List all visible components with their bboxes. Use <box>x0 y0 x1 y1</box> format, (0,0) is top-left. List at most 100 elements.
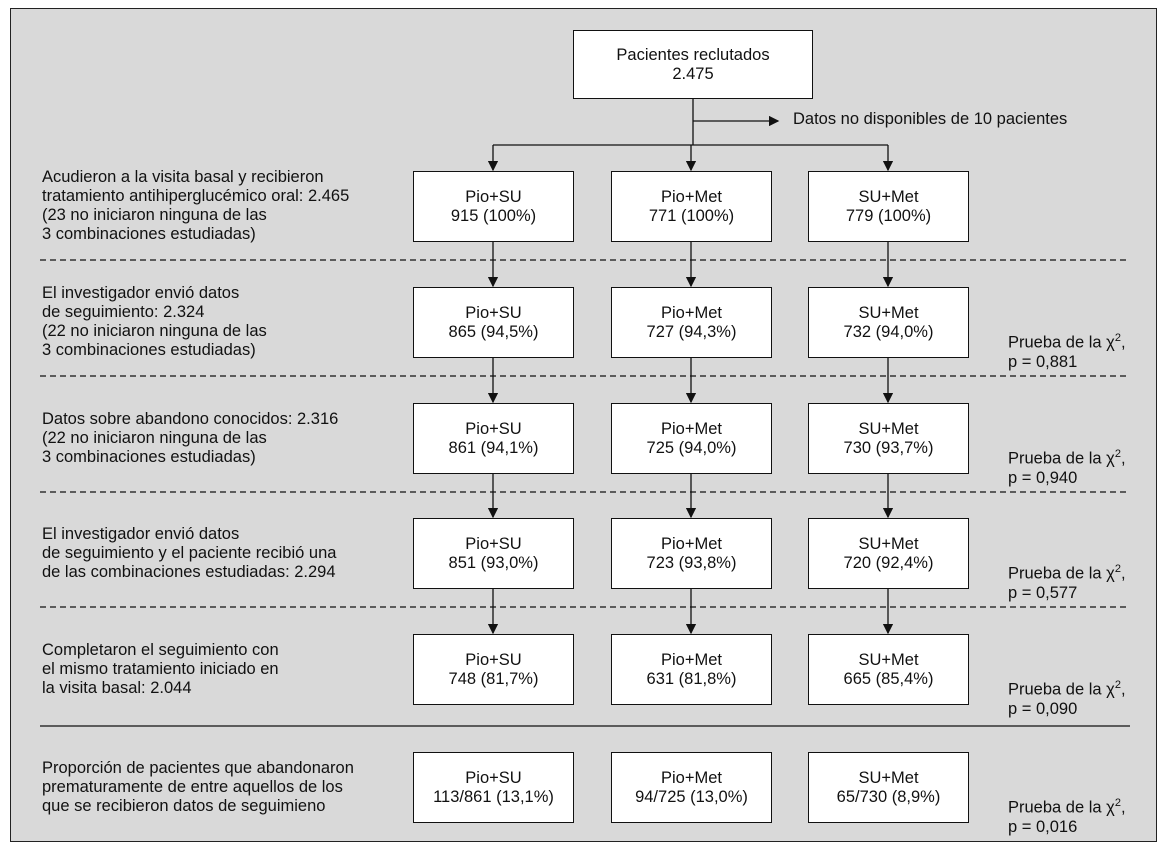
stat-p: p = 0,016 <box>1008 817 1078 836</box>
chi-square-stat: Prueba de la χ2,p = 0,090 <box>1008 679 1126 718</box>
stat-sup: 2 <box>1114 332 1121 344</box>
group-name: SU+Met <box>858 650 919 669</box>
row-label-line: 3 combinaciones estudiadas) <box>42 447 256 466</box>
group-name: SU+Met <box>858 419 919 438</box>
group-name: Pio+SU <box>465 187 522 206</box>
group-name: Pio+SU <box>465 534 522 553</box>
group-value: 865 (94,5%) <box>448 322 539 341</box>
row-label-line: (22 no iniciaron ninguna de las <box>42 322 267 340</box>
row-label-line: Acudieron a la visita basal y recibieron <box>42 168 324 186</box>
row-label-line: la visita basal: 2.044 <box>42 678 192 697</box>
recruited-count: 2.475 <box>672 64 714 83</box>
stat-test: Prueba de la χ <box>1008 333 1115 352</box>
row-label: Datos sobre abandono conocidos: 2.316(22… <box>42 410 338 467</box>
row-label-line: de seguimiento y el paciente recibió una <box>42 543 337 562</box>
group-value: 851 (93,0%) <box>448 553 539 572</box>
row-label-line: 3 combinaciones estudiadas) <box>42 225 256 243</box>
stat-test: Prueba de la χ <box>1008 798 1115 817</box>
stat-p: p = 0,940 <box>1008 468 1078 487</box>
row-label-line: El investigador envió datos <box>42 284 240 302</box>
group-name: SU+Met <box>858 768 919 787</box>
row-label-line: tratamiento antihiperglucémico oral: 2.4… <box>42 187 350 205</box>
stat-sup: 2 <box>1114 448 1121 460</box>
group-value: 725 (94,0%) <box>646 438 737 457</box>
group-name: Pio+Met <box>661 650 722 669</box>
recruited-box: Pacientes reclutados 2.475 <box>573 30 813 99</box>
group-value: 779 (100%) <box>845 206 932 225</box>
group-value: 665 (85,4%) <box>843 669 934 688</box>
row-label-line: El investigador envió datos <box>42 524 240 543</box>
group-value: 720 (92,4%) <box>843 553 934 572</box>
group-name: Pio+SU <box>465 419 522 438</box>
unavailable-note: Datos no disponibles de 10 pacientes <box>793 110 1068 128</box>
chi-square-stat: Prueba de la χ2,p = 0,016 <box>1008 797 1126 836</box>
group-name: Pio+Met <box>661 419 722 438</box>
stat-test: Prueba de la χ <box>1008 680 1115 699</box>
stat-sup: 2 <box>1114 679 1121 691</box>
row-label-line: de seguimiento: 2.324 <box>42 303 205 321</box>
group-name: Pio+SU <box>465 650 522 669</box>
group-name: SU+Met <box>858 187 919 206</box>
chi-square-stat: Prueba de la χ2,p = 0,881 <box>1008 332 1126 371</box>
group-value: 730 (93,7%) <box>843 438 934 457</box>
group-value: 748 (81,7%) <box>448 669 539 688</box>
group-name: SU+Met <box>858 303 919 322</box>
group-name: Pio+SU <box>465 768 522 787</box>
group-name: SU+Met <box>858 534 919 553</box>
stat-sup: 2 <box>1114 563 1121 575</box>
recruited-title: Pacientes reclutados <box>616 45 770 64</box>
row-label-line: de las combinaciones estudiadas: 2.294 <box>42 562 336 581</box>
group-value: 915 (100%) <box>450 206 537 225</box>
row-label: Acudieron a la visita basal y recibieron… <box>42 168 349 244</box>
group-value: 771 (100%) <box>648 206 735 225</box>
stat-test: Prueba de la χ <box>1008 449 1115 468</box>
chi-square-stat: Prueba de la χ2,p = 0,577 <box>1008 563 1126 602</box>
group-value: 94/725 (13,0%) <box>635 787 748 806</box>
row-label-line: el mismo tratamiento iniciado en <box>42 659 279 678</box>
group-value: 732 (94,0%) <box>843 322 934 341</box>
row-label-line: (23 no iniciaron ninguna de las <box>42 206 267 224</box>
row-label-line: Datos sobre abandono conocidos: 2.316 <box>42 409 339 428</box>
group-value: 727 (94,3%) <box>646 322 737 341</box>
group-name: Pio+SU <box>465 303 522 322</box>
group-name: Pio+Met <box>661 187 722 206</box>
row-label-line: prematuramente de entre aquellos de los <box>42 777 343 796</box>
group-value: 631 (81,8%) <box>646 669 737 688</box>
row-label-line: Proporción de pacientes que abandonaron <box>42 758 354 777</box>
stat-p: p = 0,577 <box>1008 583 1078 602</box>
group-name: Pio+Met <box>661 534 722 553</box>
group-name: Pio+Met <box>661 303 722 322</box>
row-label-line: 3 combinaciones estudiadas) <box>42 341 256 359</box>
row-label-line: Completaron el seguimiento con <box>42 640 279 659</box>
group-value: 113/861 (13,1%) <box>433 787 554 806</box>
row-label-line: que se recibieron datos de seguimieno <box>42 796 326 815</box>
stat-p: p = 0,090 <box>1008 699 1078 718</box>
chi-square-stat: Prueba de la χ2,p = 0,940 <box>1008 448 1126 487</box>
row-label-line: (22 no iniciaron ninguna de las <box>42 428 267 447</box>
stat-test: Prueba de la χ <box>1008 564 1115 583</box>
group-name: Pio+Met <box>661 768 722 787</box>
